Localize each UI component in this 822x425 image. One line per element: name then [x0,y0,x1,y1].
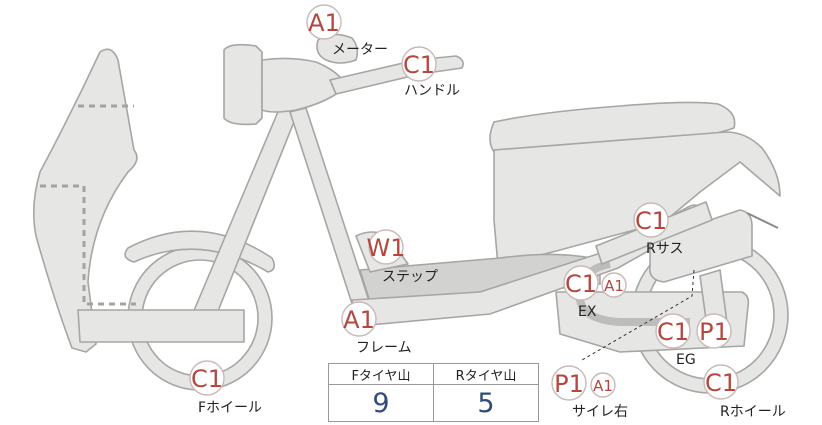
value-f-tire: 9 [328,384,434,422]
rear-shock [648,209,753,283]
badge-ex-main: C1 [563,265,599,301]
header-f-tire: Fタイヤ山 [328,363,434,385]
badge-step: W1 [367,229,406,265]
floor-panel [77,309,245,343]
badge-frame: A1 [341,301,377,337]
badge-r-suspension: C1 [633,202,669,238]
badge-r-wheel: C1 [703,364,739,400]
svg-text:C1: C1 [635,207,667,235]
label-eg: EG [676,352,696,368]
svg-text:P1: P1 [554,370,584,398]
label-silencer: サイレ右 [572,404,628,420]
svg-text:W1: W1 [367,234,406,262]
svg-text:P1: P1 [699,318,729,346]
badge-silencer-main: P1 [551,365,587,401]
front-tube [289,107,373,317]
badge-handle: C1 [401,46,437,82]
label-f-wheel: Fホイール [198,400,262,416]
svg-text:C1: C1 [565,270,597,298]
meter-housing [316,33,359,64]
label-step: ステップ [382,269,438,285]
badge-eg-p: P1 [696,313,732,349]
value-r-tire: 5 [433,384,539,422]
svg-text:C1: C1 [705,369,737,397]
label-meter: メーター [332,42,388,58]
rear-cowl [493,131,781,267]
svg-text:A1: A1 [593,377,613,395]
label-ex: EX [578,304,597,320]
badge-meter: A1 [306,4,342,40]
label-r-suspension: Rサス [646,241,683,257]
svg-text:C1: C1 [657,318,689,346]
svg-text:A1: A1 [343,306,375,334]
header-r-tire: Rタイヤ山 [433,363,539,385]
headlight [223,43,263,126]
svg-text:C1: C1 [191,365,223,393]
label-r-wheel: Rホイール [720,404,786,420]
svg-text:A1: A1 [604,277,624,295]
tire-tread-table: Fタイヤ山 Rタイヤ山 9 5 [328,363,539,422]
svg-text:A1: A1 [308,9,340,37]
badge-f-wheel: C1 [189,360,225,396]
label-handle: ハンドル [404,83,460,99]
label-frame: フレーム [356,340,412,356]
badge-ex-sub: A1 [601,272,627,298]
badge-silencer-sub: A1 [590,372,616,398]
badge-eg-c: C1 [655,313,691,349]
svg-text:C1: C1 [403,51,435,79]
